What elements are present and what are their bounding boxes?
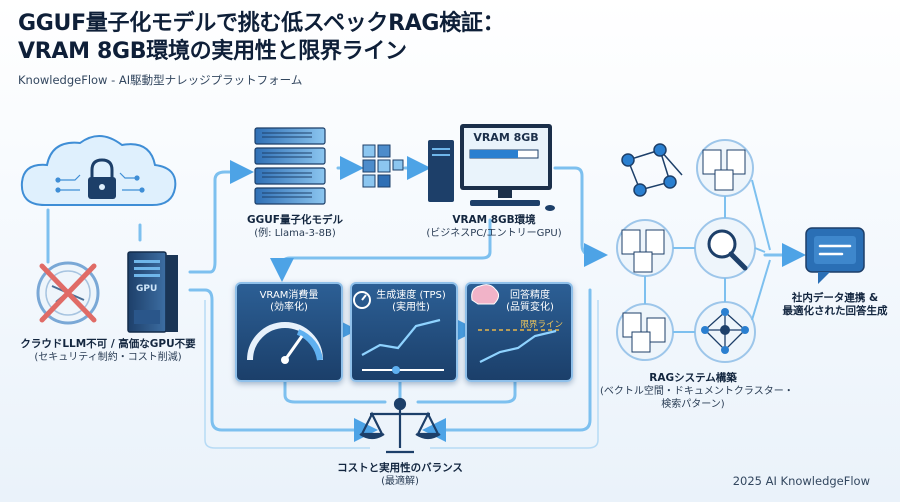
output-title-1: 社内データ連携 & — [791, 292, 879, 304]
output-title-2: 最適化された回答生成 — [782, 305, 888, 317]
copyright-text: 2025 AI KnowledgeFlow — [732, 474, 870, 488]
limit-line-label: 限界ライン — [520, 320, 563, 330]
cloud-constraint-title: クラウドLLM不可 / 高価なGPU不要 — [20, 338, 196, 350]
rag-sub-1: (ベクトル空間・ドキュメントクラスター・ — [600, 386, 794, 397]
metric-speed-title: 生成速度 (TPS) — [376, 290, 446, 301]
metric-accuracy-title: 回答精度 — [510, 290, 550, 301]
env-sub: (ビジネスPC/エントリーGPU) — [426, 228, 562, 239]
balance-scale-icon — [359, 397, 441, 454]
metric-vram-sub: (効率化) — [270, 302, 308, 313]
page-subtitle: KnowledgeFlow - AI駆動型ナレッジプラットフォーム — [18, 73, 303, 87]
balance-sub: (最適解) — [381, 476, 419, 487]
balance-title: コストと実用性のバランス — [337, 462, 463, 474]
cloud-constraint-sub: (セキュリティ制約・コスト削減) — [34, 352, 182, 363]
rag-sub-2: 検索パターン) — [661, 399, 725, 410]
connector-lines-thin — [204, 300, 599, 449]
metric-accuracy-sub: (品質変化) — [506, 302, 554, 313]
metric-panel-speed: 生成速度 (TPS) (実用性) — [350, 282, 458, 382]
chat-bubble-icon — [805, 227, 865, 284]
page-title-line2: VRAM 8GB環境の実用性と限界ライン — [18, 39, 407, 64]
vram-screen-label: VRAM 8GB — [473, 131, 539, 144]
crossed-out-cloud-llm-icon — [36, 261, 100, 325]
output-label: 社内データ連携 & 最適化された回答生成 — [770, 292, 900, 318]
gpu-tag: GPU — [136, 284, 158, 294]
metric-panel-vram: VRAM消費量 (効率化) — [235, 282, 343, 382]
metric-panel-accuracy: 回答精度 (品質変化) 限界ライン — [465, 282, 573, 382]
env-label: VRAM 8GB環境 (ビジネスPC/エントリーGPU) — [424, 214, 564, 240]
metric-vram-title: VRAM消費量 — [259, 290, 319, 301]
cloud-lock-icon — [20, 135, 177, 207]
rag-title: RAGシステム構築 — [649, 372, 737, 384]
page-title-line1: GGUF量子化モデルで挑む低スペックRAG検証： — [18, 11, 505, 36]
model-title: GGUF量子化モデル — [247, 214, 343, 226]
balance-label: コストと実用性のバランス (最適解) — [330, 462, 470, 488]
gpu-tower-icon — [127, 251, 178, 333]
cloud-constraint-label: クラウドLLM不可 / 高価なGPU不要 (セキュリティ制約・コスト削減) — [18, 338, 198, 364]
metric-speed-sub: (実用性) — [392, 302, 430, 313]
model-sub: (例: Llama-3-8B) — [254, 228, 336, 239]
metric-vram-text: VRAM消費量 (効率化) — [237, 290, 341, 314]
metric-speed-text: 生成速度 (TPS) (実用性) — [352, 290, 456, 314]
metric-accuracy-text: 回答精度 (品質変化) — [467, 290, 571, 314]
model-label: GGUF量子化モデル (例: Llama-3-8B) — [240, 214, 350, 240]
document-cluster-icons — [616, 139, 771, 363]
pc-monitor-icon — [428, 124, 555, 211]
env-title: VRAM 8GB環境 — [452, 214, 536, 226]
rag-label: RAGシステム構築 (ベクトル空間・ドキュメントクラスター・ 検索パターン) — [600, 372, 794, 411]
quantized-cubes-icon — [362, 144, 404, 188]
server-stack-icon — [254, 127, 326, 205]
page-title: GGUF量子化モデルで挑む低スペックRAG検証： VRAM 8GB環境の実用性と… — [18, 10, 505, 66]
network-graph-icon — [621, 143, 683, 197]
